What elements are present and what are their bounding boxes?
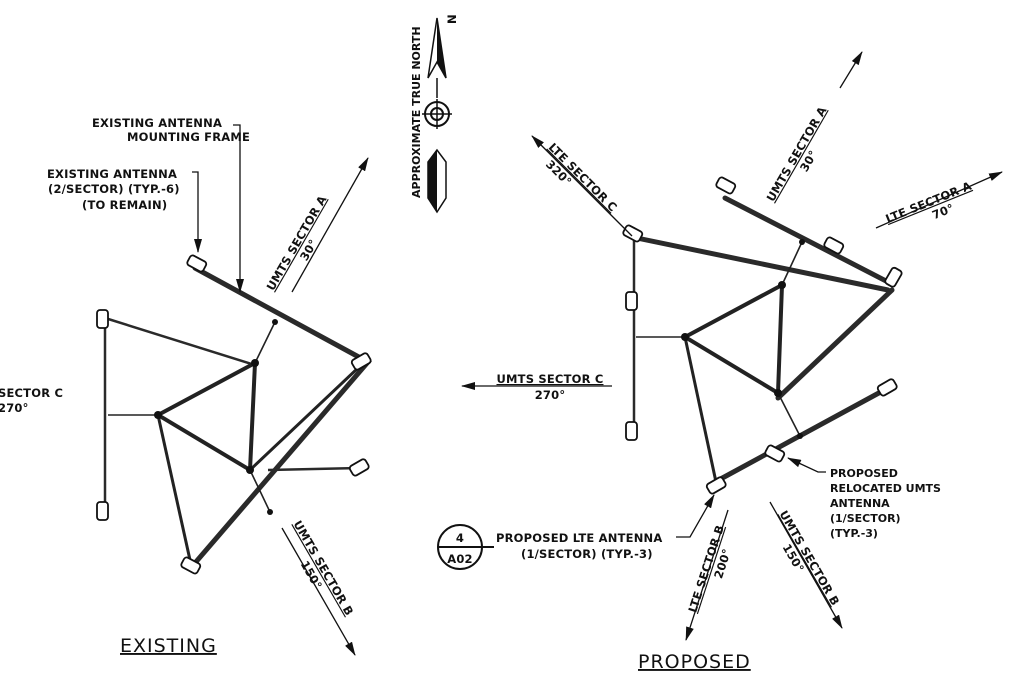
detail-tag-number: 4 (456, 531, 464, 545)
existing-antenna-icon (96, 501, 109, 521)
existing-sector-c-azimuth: 270° (0, 401, 29, 415)
proposed-antenna-icon (625, 421, 638, 441)
existing-antenna-callout-line3: (TO REMAIN) (82, 198, 167, 212)
proposed-umts-callout-line4: (1/SECTOR) (830, 512, 901, 525)
proposed-umts-callout-line1: PROPOSED (830, 467, 898, 480)
existing-antenna-leader (192, 171, 202, 253)
proposed-antenna-icon (625, 291, 638, 311)
proposed-umts-callout-line5: (TYP.-3) (830, 527, 878, 540)
existing-antenna-callout-line2: (2/SECTOR) (TYP.-6) (48, 182, 180, 196)
proposed-umts-sector-a-name: UMTS SECTOR A (764, 104, 830, 204)
existing-frame-right (192, 265, 372, 566)
proposed-antenna-icon (705, 476, 727, 495)
proposed-plan: PROPOSED LTE ANTENNA (1/SECTOR) (TYP.-3)… (437, 51, 1003, 673)
proposed-title: PROPOSED (638, 651, 751, 673)
existing-antenna-icon (348, 458, 370, 477)
detail-tag-sheet: A02 (447, 552, 473, 566)
detail-tag[interactable]: 4 A02 (437, 524, 494, 570)
existing-frame-callout-line1: EXISTING ANTENNA (92, 116, 222, 130)
proposed-umts-callout-line2: RELOCATED UMTS (830, 482, 941, 495)
north-letter: N (445, 14, 459, 24)
north-label: APPROXIMATE TRUE NORTH (410, 26, 423, 198)
proposed-antenna-icon (823, 236, 845, 255)
existing-inner-triangle (153, 359, 258, 474)
existing-antenna-icon (180, 556, 202, 575)
proposed-antenna-icon (622, 224, 644, 243)
proposed-umts-leader (787, 457, 826, 473)
proposed-inner-triangle (680, 281, 785, 397)
proposed-umts-sector-c-name: UMTS SECTOR C (496, 372, 603, 386)
existing-antenna-icon (186, 254, 208, 273)
existing-frame-callout-line2: MOUNTING FRAME (127, 130, 250, 144)
proposed-lte-leader (676, 494, 715, 538)
existing-antenna-callout-line1: EXISTING ANTENNA (47, 167, 177, 181)
proposed-antenna-icon (884, 266, 903, 288)
proposed-lte-sector-a-name: LTE SECTOR A (883, 179, 973, 226)
existing-antenna-icon (350, 352, 372, 371)
proposed-umts-callout-line3: ANTENNA (830, 497, 890, 510)
existing-frame-leader (233, 124, 244, 293)
existing-antenna-icon (96, 309, 109, 329)
existing-sector-c-name: SECTOR C (0, 386, 63, 400)
proposed-antenna-icon (715, 176, 737, 195)
proposed-lte-callout-line2: (1/SECTOR) (TYP.-3) (521, 547, 653, 561)
proposed-antenna-icon (876, 378, 898, 397)
north-arrow: N APPROXIMATE TRUE NORTH (410, 14, 459, 214)
proposed-antenna-icon (764, 444, 786, 463)
existing-plan: EXISTING ANTENNA MOUNTING FRAME EXISTING… (0, 116, 372, 657)
proposed-umts-sector-c-azimuth: 270° (535, 388, 566, 402)
proposed-lte-callout-line1: PROPOSED LTE ANTENNA (496, 531, 662, 545)
existing-title: EXISTING (120, 635, 217, 657)
